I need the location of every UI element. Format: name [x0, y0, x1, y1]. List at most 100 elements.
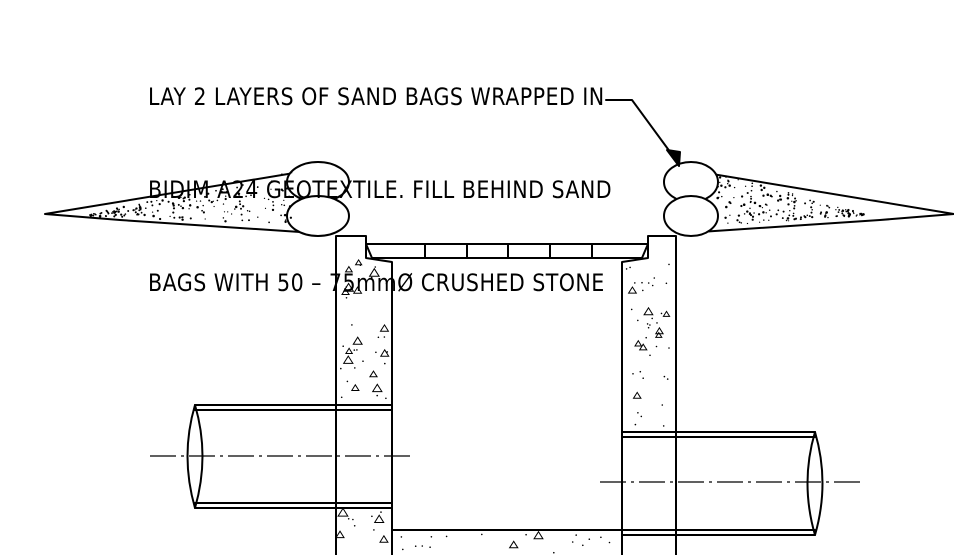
stone-dot	[820, 211, 822, 213]
stone-dot	[811, 216, 813, 218]
stone-dot	[739, 221, 741, 223]
stone-dot	[749, 214, 750, 215]
stone-dot	[747, 223, 748, 224]
stone-dot	[788, 215, 790, 217]
stone-dot	[848, 215, 850, 217]
concrete-dot	[651, 318, 653, 320]
concrete-dot	[347, 381, 349, 383]
stone-dot	[139, 207, 142, 210]
stone-dot	[765, 203, 767, 205]
concrete-dot	[641, 416, 643, 418]
stone-dot	[827, 217, 828, 218]
stone-dot	[751, 182, 753, 184]
concrete-dot	[631, 309, 633, 311]
concrete-dot	[354, 367, 356, 369]
stone-dot	[766, 212, 767, 213]
stone-dot	[826, 205, 828, 207]
concrete-dot	[640, 371, 642, 373]
concrete-dot	[429, 546, 431, 548]
stone-dot	[835, 209, 836, 210]
stone-dot	[729, 215, 730, 216]
concrete-dot	[415, 545, 417, 547]
leader-line	[606, 100, 676, 160]
concrete-dot	[575, 534, 577, 536]
concrete-dot	[422, 545, 424, 547]
annotation-line-2: BIDIM A24 GEOTEXTILE. FILL BEHIND SAND	[148, 175, 612, 206]
stone-dot	[787, 217, 790, 220]
stone-dot	[842, 214, 844, 216]
stone-dot	[111, 212, 113, 214]
concrete-dot	[652, 285, 654, 287]
stone-dot	[118, 209, 120, 211]
stone-dot	[820, 205, 821, 206]
stone-dot	[794, 197, 796, 199]
stone-dot	[728, 184, 731, 187]
stone-dot	[137, 213, 139, 215]
concrete-dot	[654, 277, 656, 279]
concrete-dot	[401, 536, 403, 538]
stone-dot	[847, 210, 849, 212]
stone-dot	[837, 207, 838, 208]
stone-dot	[117, 210, 120, 213]
stone-dot	[120, 214, 122, 216]
stone-dot	[789, 210, 790, 211]
stone-dot	[825, 211, 828, 214]
annotation-line-1: LAY 2 LAYERS OF SAND BAGS WRAPPED IN	[148, 82, 612, 113]
stone-dot	[811, 202, 813, 204]
stone-dot	[782, 217, 784, 219]
stone-dot	[724, 217, 726, 219]
stone-dot	[841, 212, 843, 214]
stone-dot	[793, 207, 795, 209]
stone-dot	[842, 209, 844, 211]
concrete-aggregate	[663, 311, 669, 316]
concrete-dot	[642, 290, 644, 292]
concrete-aggregate	[373, 384, 382, 391]
stone-dot	[751, 190, 753, 192]
stone-dot	[750, 198, 752, 200]
concrete-dot	[649, 324, 651, 326]
stone-dot	[777, 209, 779, 211]
concrete-aggregate	[635, 341, 642, 346]
stone-dot	[141, 212, 143, 214]
stone-dot	[769, 209, 770, 210]
stone-dot	[719, 182, 720, 183]
concrete-dot	[641, 282, 643, 284]
stone-dot	[794, 218, 796, 220]
stone-dot	[753, 212, 755, 214]
stone-dot	[721, 196, 722, 197]
stone-dot	[779, 199, 780, 200]
stone-dot	[727, 222, 728, 223]
stone-dot	[811, 209, 813, 211]
stone-dot	[770, 195, 772, 197]
stone-dot	[751, 185, 753, 187]
stone-dot	[762, 207, 763, 208]
concrete-dot	[431, 536, 433, 538]
concrete-aggregate	[338, 508, 348, 516]
concrete-aggregate	[336, 531, 344, 537]
stone-dot	[741, 222, 743, 224]
stone-dot	[794, 205, 796, 207]
crushed-stone-fill-right	[693, 172, 954, 232]
stone-dot	[719, 176, 721, 178]
stone-dot	[810, 206, 812, 208]
concrete-dot	[446, 536, 448, 538]
stone-dot	[852, 211, 853, 212]
concrete-dot	[341, 397, 343, 399]
stone-dot	[787, 203, 789, 205]
stone-dot	[744, 213, 746, 215]
concrete-aggregate	[352, 385, 359, 391]
concrete-dot	[637, 412, 639, 414]
stone-dot	[777, 199, 779, 201]
stone-dot	[795, 200, 797, 202]
concrete-dot	[553, 552, 555, 554]
concrete-aggregate	[534, 532, 543, 539]
stone-dot	[763, 187, 765, 189]
stone-dot	[760, 184, 762, 186]
concrete-dot	[348, 518, 350, 520]
stone-dot	[745, 186, 746, 187]
stone-dot	[733, 197, 734, 198]
stone-dot	[101, 212, 103, 214]
stone-dot	[123, 206, 125, 208]
stone-dot	[749, 208, 750, 209]
concrete-dot	[600, 537, 602, 539]
